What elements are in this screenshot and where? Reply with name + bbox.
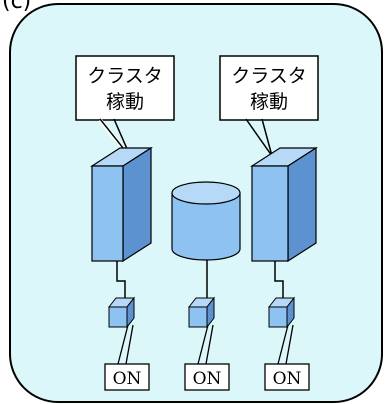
on-label-3: ON <box>264 363 310 391</box>
server-icon <box>249 146 319 263</box>
switch-icon <box>107 296 136 329</box>
switch-icon <box>267 296 296 329</box>
on-label-1-text: ON <box>113 369 142 389</box>
connector-lines <box>116 260 284 298</box>
storage-cylinder-icon <box>171 181 241 261</box>
on-label-3-text: ON <box>273 369 302 389</box>
on-label-1: ON <box>104 363 150 391</box>
callout-right-line2: 稼動 <box>250 91 288 113</box>
callout-left: クラスタ 稼動 <box>75 55 175 159</box>
switch-icon <box>187 296 216 329</box>
callout-left-line2: 稼動 <box>106 91 144 113</box>
callout-right-line1: クラスタ <box>231 65 307 87</box>
callout-right: クラスタ 稼動 <box>219 55 319 157</box>
figure-label: (c) <box>2 0 31 14</box>
on-label-2-text: ON <box>193 369 222 389</box>
server-icon <box>89 146 154 263</box>
on-label-2: ON <box>184 363 230 391</box>
callout-left-line1: クラスタ <box>87 65 163 87</box>
on-pointers <box>117 324 294 365</box>
